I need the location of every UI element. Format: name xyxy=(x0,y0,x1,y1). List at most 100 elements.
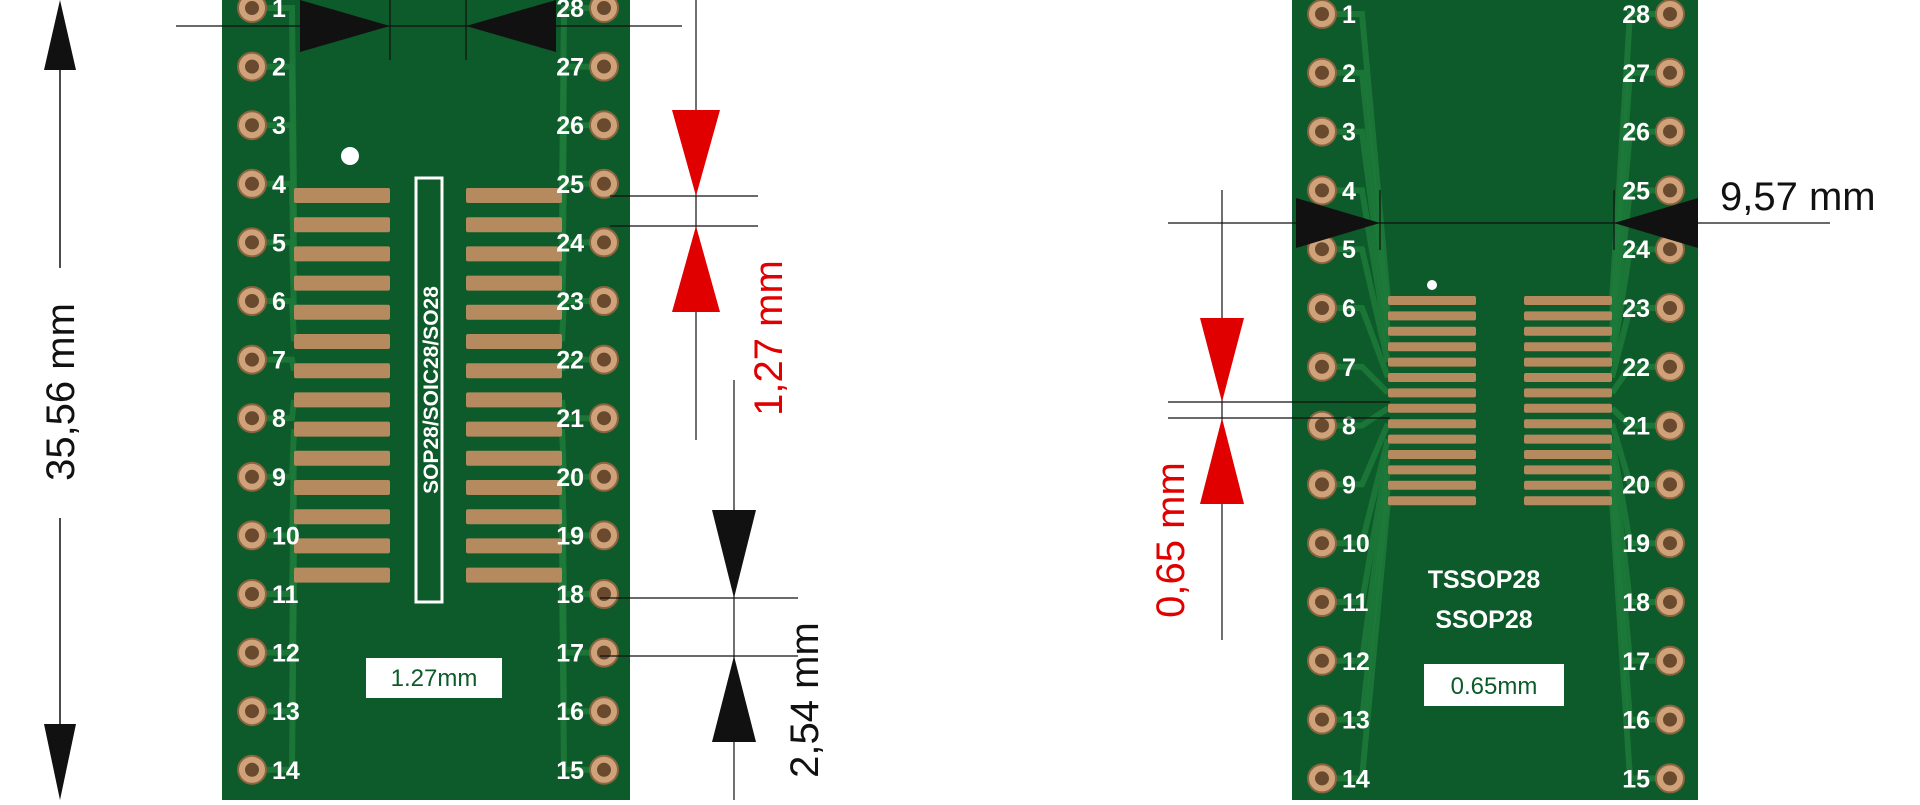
arrow-right-ssop xyxy=(1296,198,1380,248)
smd-pad xyxy=(1388,403,1476,413)
smd-pad xyxy=(466,304,562,320)
pitch-label-box-ssop xyxy=(1424,664,1564,706)
board-sop28-smd-pads xyxy=(294,188,562,583)
pin-number: 12 xyxy=(272,640,300,668)
pin-number: 28 xyxy=(1622,1,1650,29)
smd-pad xyxy=(1524,496,1612,506)
pin-number: 6 xyxy=(1342,295,1356,323)
through-hole-pin xyxy=(237,403,267,434)
arrow-down-red-ssop xyxy=(1200,318,1244,402)
smd-pad xyxy=(1524,326,1612,336)
through-hole-pin xyxy=(1307,293,1337,323)
pin-number: 23 xyxy=(1622,295,1650,323)
through-hole-pin xyxy=(1307,587,1337,617)
smd-pad xyxy=(1524,465,1612,475)
arrow-right xyxy=(300,0,390,52)
through-hole-pin xyxy=(237,286,267,316)
through-hole-pin xyxy=(589,286,619,316)
through-hole-pin xyxy=(237,51,267,82)
through-hole-pin xyxy=(1655,704,1685,735)
smd-pad xyxy=(466,334,562,349)
pin-number: 1 xyxy=(1342,1,1356,29)
pin-number: 7 xyxy=(1342,354,1356,382)
through-hole-pin xyxy=(1655,293,1685,323)
smd-pad xyxy=(466,450,562,466)
smd-pad xyxy=(294,188,390,203)
pin-number: 27 xyxy=(1622,60,1650,88)
pin-number: 15 xyxy=(556,757,584,785)
dimension-pitch-sop: 1,27 mm xyxy=(610,0,791,440)
through-hole-pin xyxy=(1655,645,1685,676)
pin-number: 8 xyxy=(272,405,286,433)
through-hole-pin xyxy=(1307,0,1337,29)
smd-pad xyxy=(1388,311,1476,321)
through-hole-pin xyxy=(237,520,267,551)
pin1-marker-dot-ssop xyxy=(1427,280,1437,290)
through-hole-pin xyxy=(589,227,619,258)
pin-number: 21 xyxy=(556,405,584,433)
through-hole-pin xyxy=(589,696,619,727)
pin-number: 17 xyxy=(1622,648,1650,676)
smd-pad xyxy=(294,567,390,583)
pin-number: 10 xyxy=(1342,530,1370,558)
dimension-width-sop xyxy=(176,0,682,60)
dimension-width-ssop: 9,57 mm xyxy=(1168,175,1876,250)
smd-pad xyxy=(294,421,390,437)
through-hole-pin xyxy=(1307,645,1337,676)
pin-number: 15 xyxy=(1622,765,1650,793)
pin-number: 25 xyxy=(556,171,584,199)
arrow-left xyxy=(466,0,556,52)
smd-pad xyxy=(1524,403,1612,413)
pitch-label-sop28: 1.27mm xyxy=(391,665,478,692)
through-hole-pin xyxy=(237,637,267,668)
through-hole-pin xyxy=(1307,469,1337,500)
smd-pad xyxy=(466,421,562,437)
pin-number: 28 xyxy=(556,0,584,23)
pin-number: 13 xyxy=(272,698,300,726)
pitch-label-box xyxy=(366,658,502,698)
pin-number: 14 xyxy=(1342,765,1370,793)
through-hole-pin xyxy=(237,227,267,258)
smd-pad xyxy=(1524,419,1612,429)
smd-pad xyxy=(294,217,390,233)
smd-pad xyxy=(466,509,562,525)
pin-number: 16 xyxy=(556,698,584,726)
through-hole-pin xyxy=(589,461,619,492)
through-hole-pin xyxy=(589,520,619,551)
package-label-ssop28: SSOP28 xyxy=(1435,606,1532,634)
arrow-up-black xyxy=(712,656,756,742)
board-ssop28-through-holes xyxy=(1307,0,1685,794)
through-hole-pin xyxy=(589,754,619,785)
smd-pad xyxy=(1388,326,1476,336)
smd-pad xyxy=(294,334,390,349)
smd-pad xyxy=(1388,434,1476,444)
smd-pad xyxy=(1524,480,1612,490)
smd-pad xyxy=(294,480,390,495)
smd-pad xyxy=(1524,434,1612,444)
through-hole-pin xyxy=(237,168,267,199)
pin-number: 23 xyxy=(556,288,584,316)
pin-number: 9 xyxy=(272,464,286,492)
through-hole-pin xyxy=(1307,351,1337,382)
pin-number: 10 xyxy=(272,522,300,550)
pin-number: 11 xyxy=(1342,589,1369,617)
smd-pad xyxy=(1388,450,1476,459)
pin-number: 9 xyxy=(1342,471,1356,499)
smd-pad xyxy=(1388,373,1476,382)
smd-pad xyxy=(1388,465,1476,475)
through-hole-pin xyxy=(589,403,619,434)
through-hole-pin xyxy=(589,344,619,375)
package-label-frame xyxy=(414,176,444,604)
pin-number: 5 xyxy=(272,229,286,257)
arrow-left-ssop xyxy=(1614,198,1698,248)
pin-number: 17 xyxy=(556,640,584,668)
pin-number: 25 xyxy=(1622,177,1650,205)
pin1-marker-dot xyxy=(341,147,359,165)
smd-pad xyxy=(1388,388,1476,398)
arrow-down-black xyxy=(712,510,756,598)
pin-number: 22 xyxy=(1622,354,1650,382)
dimension-length-label: 35,56 mm xyxy=(39,303,83,481)
smd-pad xyxy=(294,450,390,466)
pin-number: 16 xyxy=(1622,707,1650,735)
